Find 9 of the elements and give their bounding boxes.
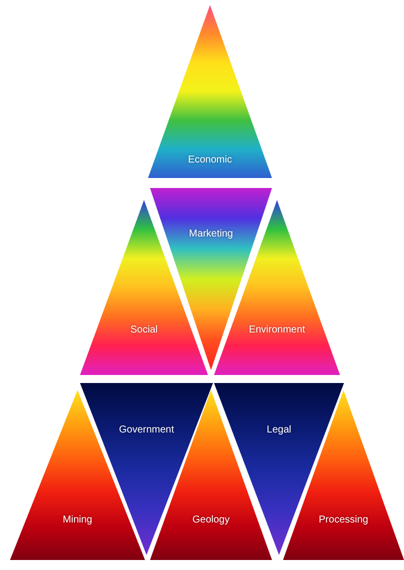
triangle-label: Marketing	[189, 228, 233, 240]
triangle-label: Legal	[266, 424, 292, 436]
triangle-label: Economic	[188, 154, 232, 166]
triangle-label: Environment	[248, 324, 306, 336]
triangle-label: Processing	[318, 514, 368, 526]
triangle-label: Geology	[192, 514, 230, 526]
triangle-label: Government	[118, 424, 174, 436]
triangle-label: Social	[130, 324, 158, 336]
triangle-label: Mining	[62, 514, 92, 526]
